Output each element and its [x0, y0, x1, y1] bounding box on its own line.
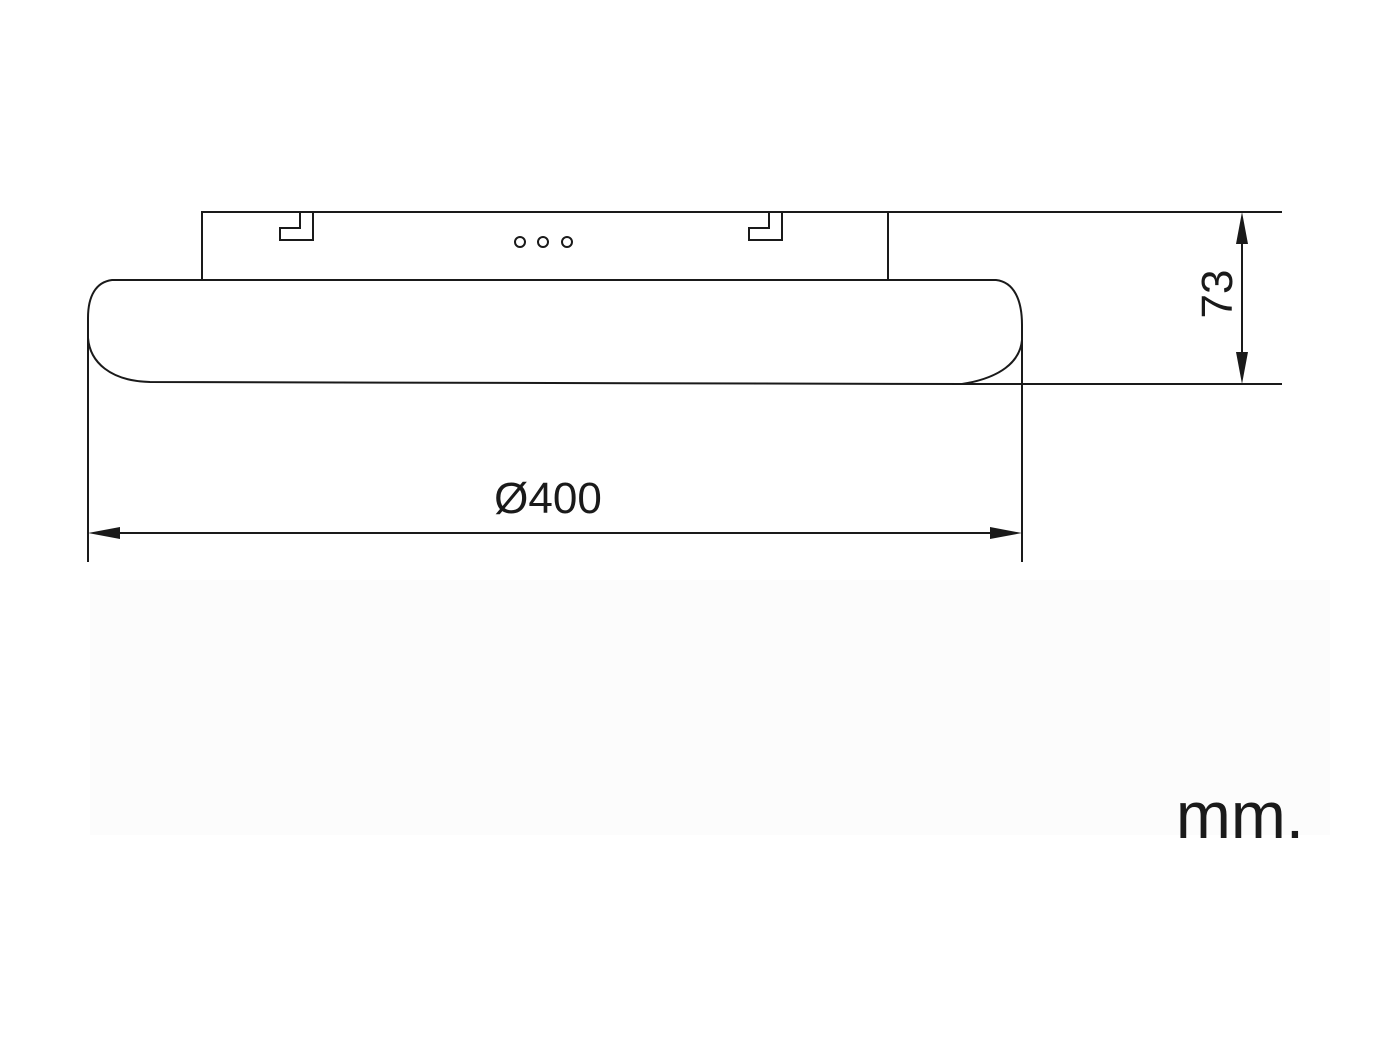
terminal-hole	[561, 236, 573, 248]
mounting-base	[201, 211, 889, 280]
right-bracket-hook	[748, 212, 783, 241]
lamp-body	[87, 279, 1023, 386]
arrowhead-up	[1236, 212, 1248, 244]
background-band	[90, 580, 1330, 835]
arrowhead-left	[88, 527, 120, 539]
left-bracket-hook	[279, 212, 314, 241]
arrowhead-down	[1236, 352, 1248, 384]
terminal-hole	[537, 236, 549, 248]
height-dimension: 73	[888, 211, 1282, 385]
unit-label: mm.	[1176, 778, 1304, 852]
diameter-dimension-label: Ø400	[494, 474, 602, 523]
diameter-dimension: Ø400	[87, 330, 1023, 562]
height-dimension-label: 73	[1193, 270, 1242, 319]
terminal-hole	[514, 236, 526, 248]
arrowhead-right	[990, 527, 1022, 539]
